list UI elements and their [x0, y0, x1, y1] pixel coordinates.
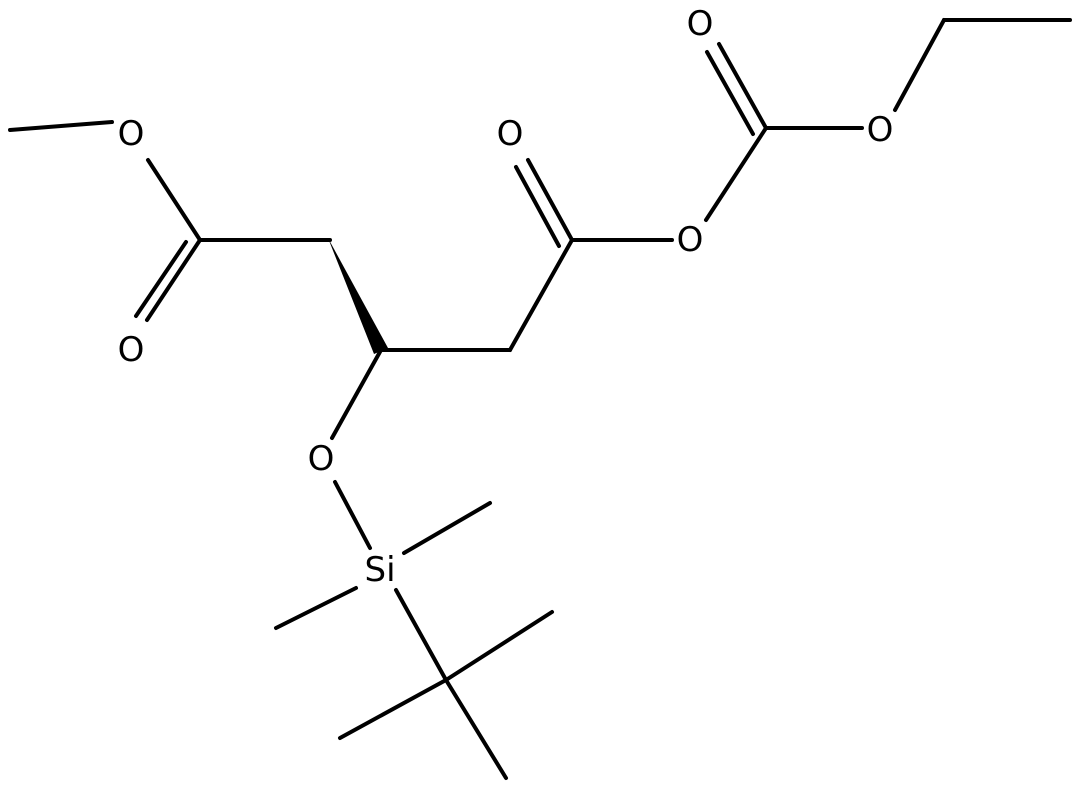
bond-o-ester-carbon — [146, 158, 202, 242]
bond-stereo-silyl-o — [330, 348, 383, 440]
bond-ester-carbonyl-2 — [134, 240, 188, 318]
bond-tbu-methyl-1 — [444, 610, 554, 682]
bond-tbu-methyl-2 — [338, 678, 448, 740]
bond-ethoxy-ch2 — [893, 18, 946, 112]
bond-carbonate-carbonyl-2 — [705, 50, 755, 136]
atom-o-silyl-ether: O — [308, 439, 335, 479]
bond-o-si — [333, 480, 372, 550]
atom-o-carbonate-carbonyl: O — [687, 4, 714, 44]
bond-si-quaternary-c — [394, 588, 448, 682]
atom-o-methoxy: O — [118, 114, 145, 154]
bond-tbu-methyl-3 — [444, 678, 508, 780]
bond-si-methyl-2 — [274, 586, 358, 630]
atom-o-ethoxy: O — [867, 110, 894, 150]
atom-si: Si — [364, 550, 395, 590]
atom-o-carbonyl-left: O — [118, 330, 145, 370]
bond-carbonate-carbonyl-1 — [717, 42, 768, 130]
bond-ch2-acyl-carbon — [508, 238, 574, 352]
atom-labels: O O O Si O O O O — [118, 4, 894, 590]
stereo-wedge-bond — [328, 238, 388, 354]
bond-si-methyl-1 — [402, 501, 492, 555]
atom-o-carbonyl-mid: O — [497, 114, 524, 154]
atom-o-anhydride: O — [677, 220, 704, 260]
bond-ester-carbonyl-1 — [145, 238, 202, 322]
bond-acyl-carbonyl-2 — [514, 165, 561, 248]
bond-bridge-o-carbonate — [704, 126, 768, 222]
bond-methyl-o — [8, 120, 114, 132]
bond-acyl-carbonyl-1 — [526, 158, 574, 242]
bonds — [8, 18, 1072, 780]
